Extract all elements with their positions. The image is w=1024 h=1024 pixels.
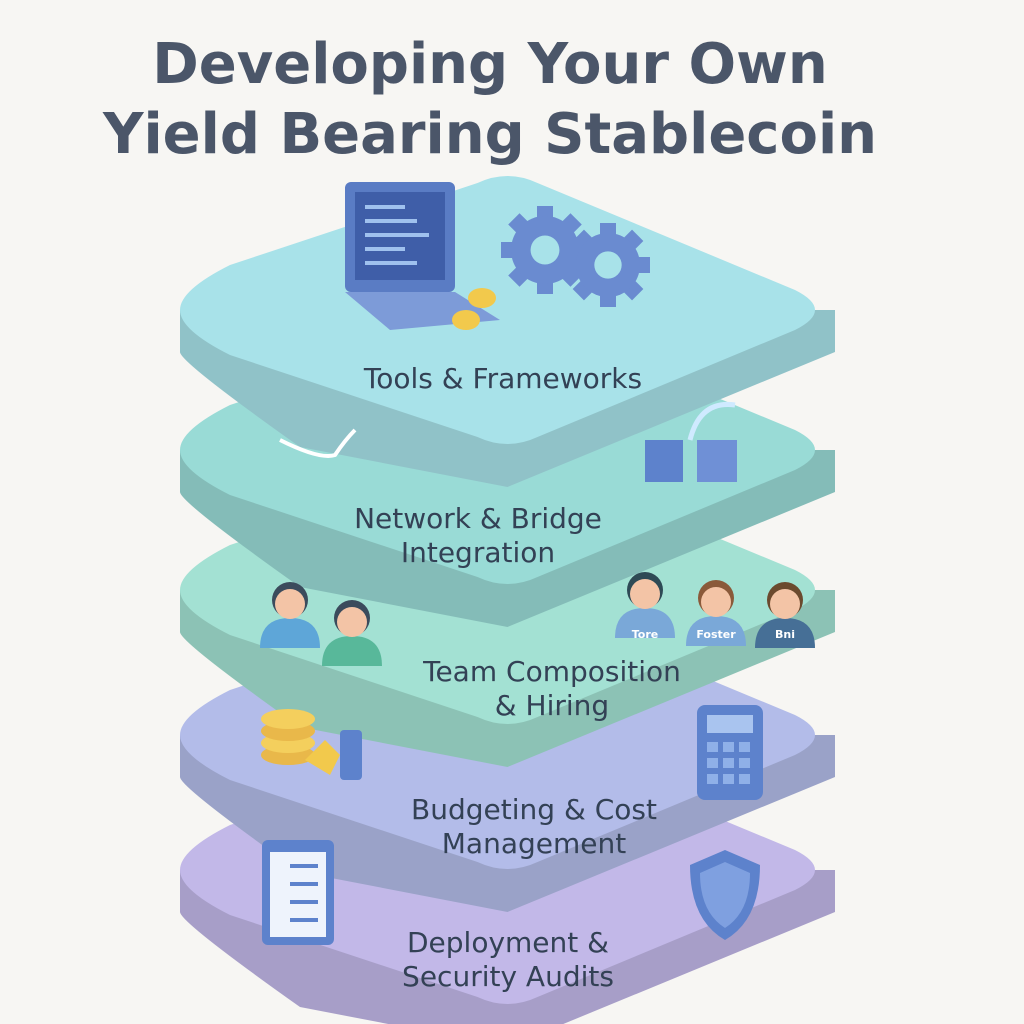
layer-top [180,176,815,444]
label-line: Security Audits [402,960,614,993]
label-line: Network & Bridge [354,502,602,535]
layer-label-tools: Tools & Frameworks [293,362,713,396]
gear-icon [566,223,650,307]
bridge-blocks-icon [279,401,737,482]
checklist-icon [262,840,334,945]
label-line: Integration [400,536,556,569]
layer-label-deploy: Deployment &Security Audits [298,926,718,994]
laptop-icon [345,182,500,330]
calculator-icon [697,705,763,800]
title-line-2: Yield Bearing Stablecoin [102,102,878,167]
label-line: Management [441,827,627,860]
shield-icon [690,850,760,940]
label-line: & Hiring [494,689,610,722]
shirt-badge-text: Bni [775,628,795,641]
label-line: Budgeting & Cost [411,793,657,826]
title-line-1: Developing Your Own [152,32,828,97]
people-icon [260,608,815,666]
label-line: Team Composition [423,655,681,688]
gear-icon [501,206,589,294]
shirt-badge-text: Foster [696,628,736,641]
coins-chart-icon [261,709,362,780]
layer-label-team: Team Composition& Hiring [342,655,762,723]
shirt-badge-text: Tore [632,628,659,641]
label-line: Tools & Frameworks [363,362,643,395]
label-line: Deployment & [406,926,609,959]
